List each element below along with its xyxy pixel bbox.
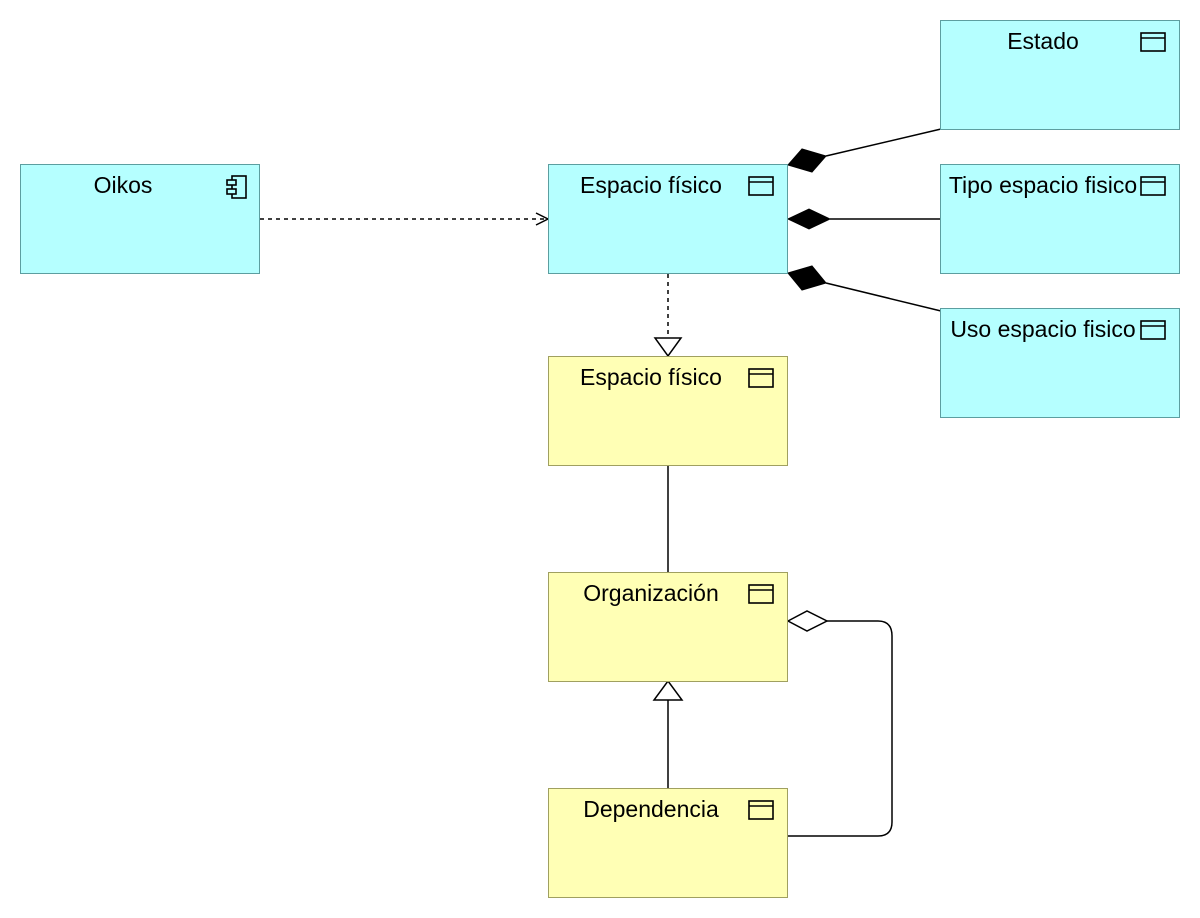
node-label: Oikos xyxy=(93,172,153,198)
node-label: Uso espacio fisico xyxy=(950,316,1136,342)
node-espacio-fisico-business[interactable]: Espacio físico xyxy=(548,356,788,466)
node-label: Estado xyxy=(1007,28,1079,54)
realization-relation xyxy=(653,274,683,358)
composition-relation-uso xyxy=(787,265,942,312)
access-relation-oikos-espacio xyxy=(260,212,550,226)
node-oikos[interactable]: Oikos xyxy=(20,164,260,274)
node-dependencia[interactable]: Dependencia xyxy=(548,788,788,898)
data-object-icon xyxy=(1140,176,1166,196)
component-icon xyxy=(226,175,247,199)
node-label: Dependencia xyxy=(583,796,719,822)
node-tipo-espacio-fisico[interactable]: Tipo espacio fisico xyxy=(940,164,1180,274)
node-uso-espacio-fisico[interactable]: Uso espacio fisico xyxy=(940,308,1180,418)
node-label: Espacio físico xyxy=(580,364,722,390)
specialization-relation xyxy=(652,679,684,789)
node-espacio-fisico-app[interactable]: Espacio físico xyxy=(548,164,788,274)
data-object-icon xyxy=(748,368,774,388)
aggregation-relation xyxy=(786,610,893,837)
node-label: Organización xyxy=(583,580,719,606)
node-estado[interactable]: Estado xyxy=(940,20,1180,130)
node-organizacion[interactable]: Organización xyxy=(548,572,788,682)
composition-relation-estado xyxy=(787,128,942,173)
node-label: Espacio físico xyxy=(580,172,722,198)
data-object-icon xyxy=(1140,320,1166,340)
composition-relation-tipo xyxy=(786,208,941,230)
data-object-icon xyxy=(748,584,774,604)
data-object-icon xyxy=(748,800,774,820)
data-object-icon xyxy=(748,176,774,196)
data-object-icon xyxy=(1140,32,1166,52)
node-label: Tipo espacio fisico xyxy=(948,172,1138,198)
